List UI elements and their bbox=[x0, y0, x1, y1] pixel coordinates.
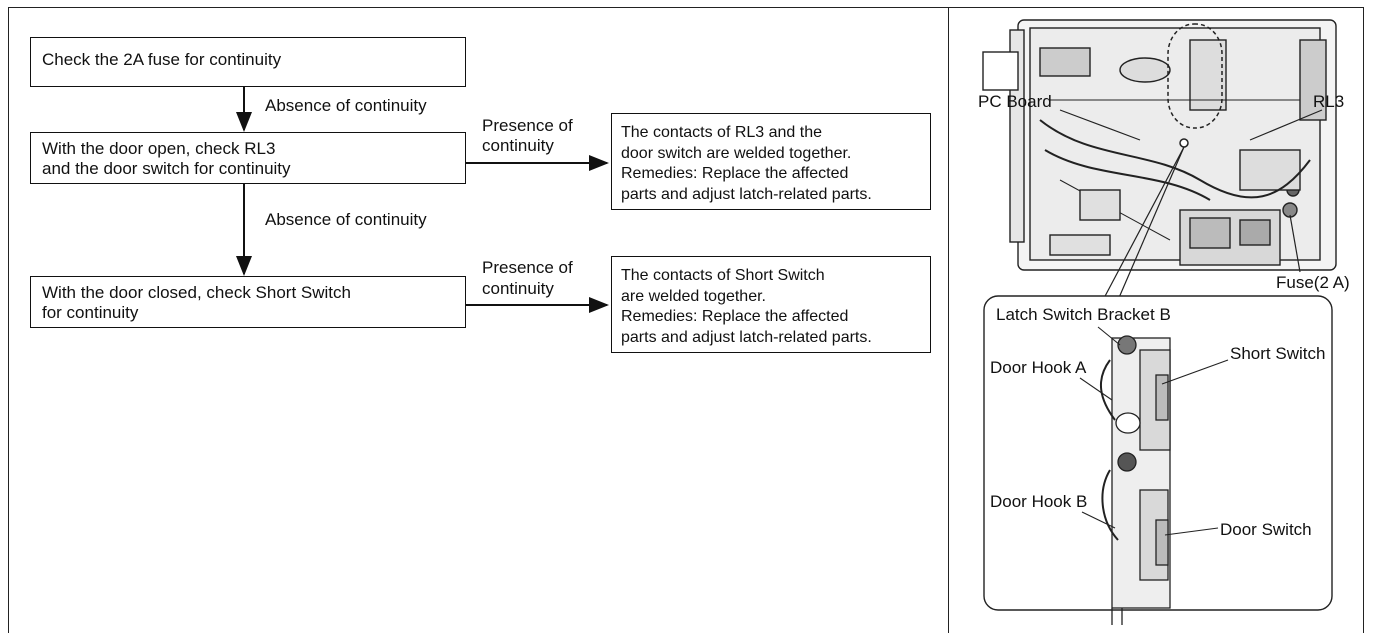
presence-label-1a: Presence of bbox=[482, 116, 573, 135]
step3-text-line1: With the door closed, check Short Switch bbox=[42, 283, 351, 302]
step2-text-line1: With the door open, check RL3 bbox=[42, 139, 276, 158]
step2-text-line2: and the door switch for continuity bbox=[42, 159, 291, 178]
result1-line3: Remedies: Replace the affected bbox=[621, 165, 849, 182]
callout-lines bbox=[1059, 109, 1323, 301]
latch-bracket-drawing bbox=[1099, 335, 1171, 625]
label-door-hook-b: Door Hook B bbox=[990, 492, 1088, 511]
absence-label-1: Absence of continuity bbox=[265, 96, 427, 115]
outer-frame bbox=[8, 7, 1364, 633]
label-short-switch: Short Switch bbox=[1230, 344, 1326, 363]
panel-divider bbox=[948, 7, 949, 633]
callout-dot bbox=[1179, 138, 1189, 148]
label-door-switch: Door Switch bbox=[1220, 520, 1312, 539]
result2-line1: The contacts of Short Switch bbox=[621, 267, 825, 284]
label-rl3: RL3 bbox=[1313, 92, 1345, 111]
label-latch-bracket: Latch Switch Bracket B bbox=[996, 305, 1171, 324]
step1-text: Check the 2A fuse for continuity bbox=[42, 50, 282, 69]
presence-label-1b: continuity bbox=[482, 136, 554, 155]
detail-leaders bbox=[1079, 326, 1229, 536]
highlight-ellipse bbox=[1167, 23, 1223, 129]
label-pc-board: PC Board bbox=[978, 92, 1052, 111]
unit-body-drawing bbox=[982, 19, 1337, 271]
label-fuse: Fuse(2 A) bbox=[1276, 273, 1350, 292]
result1-line4: parts and adjust latch-related parts. bbox=[621, 185, 872, 203]
step1-box: Check the 2A fuse for continuity bbox=[30, 37, 466, 87]
absence-label-2: Absence of continuity bbox=[265, 210, 427, 229]
step3-text-line2: for continuity bbox=[42, 303, 139, 322]
result2-line2: are welded together. bbox=[621, 287, 766, 305]
presence-label-2b: continuity bbox=[482, 279, 554, 298]
result2-box: The contacts of Short Switch are welded … bbox=[611, 256, 931, 353]
result2-line3: Remedies: Replace the affected bbox=[621, 308, 849, 325]
result1-line1: The contacts of RL3 and the bbox=[621, 124, 823, 141]
step3-box: With the door closed, check Short Switch… bbox=[30, 276, 466, 328]
presence-label-2a: Presence of bbox=[482, 258, 573, 277]
label-door-hook-a: Door Hook A bbox=[990, 358, 1087, 377]
result1-box: The contacts of RL3 and the door switch … bbox=[611, 113, 931, 210]
result1-line2: door switch are welded together. bbox=[621, 144, 852, 162]
result2-line4: parts and adjust latch-related parts. bbox=[621, 328, 872, 346]
step2-box: With the door open, check RL3 and the do… bbox=[30, 132, 466, 184]
